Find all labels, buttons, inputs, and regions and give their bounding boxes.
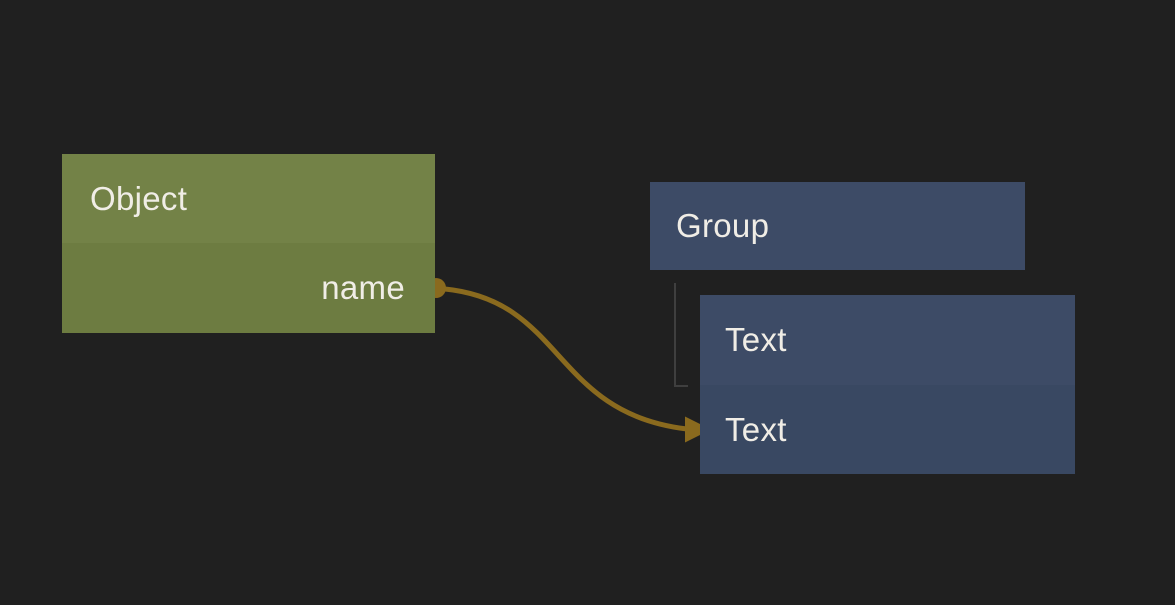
node-group-title: Group <box>676 207 770 244</box>
edge-object-name-to-text[interactable] <box>426 278 711 443</box>
node-text[interactable]: Text Text <box>700 295 1075 474</box>
node-text-title: Text <box>725 321 787 358</box>
node-object-title: Object <box>90 179 188 217</box>
node-object-row-name[interactable]: name <box>62 243 435 333</box>
node-object-header[interactable]: Object <box>62 154 435 243</box>
group-child-connector <box>674 283 688 387</box>
node-group-header[interactable]: Group <box>650 182 1025 270</box>
node-text-header[interactable]: Text <box>700 295 1075 385</box>
edge-curve[interactable] <box>444 286 688 432</box>
node-object-row-name-label: name <box>321 269 405 306</box>
node-text-row-content-label: Text <box>725 410 787 448</box>
node-group[interactable]: Group <box>650 182 1025 270</box>
node-object[interactable]: Object name <box>62 154 435 333</box>
node-text-row-content[interactable]: Text <box>700 385 1075 474</box>
